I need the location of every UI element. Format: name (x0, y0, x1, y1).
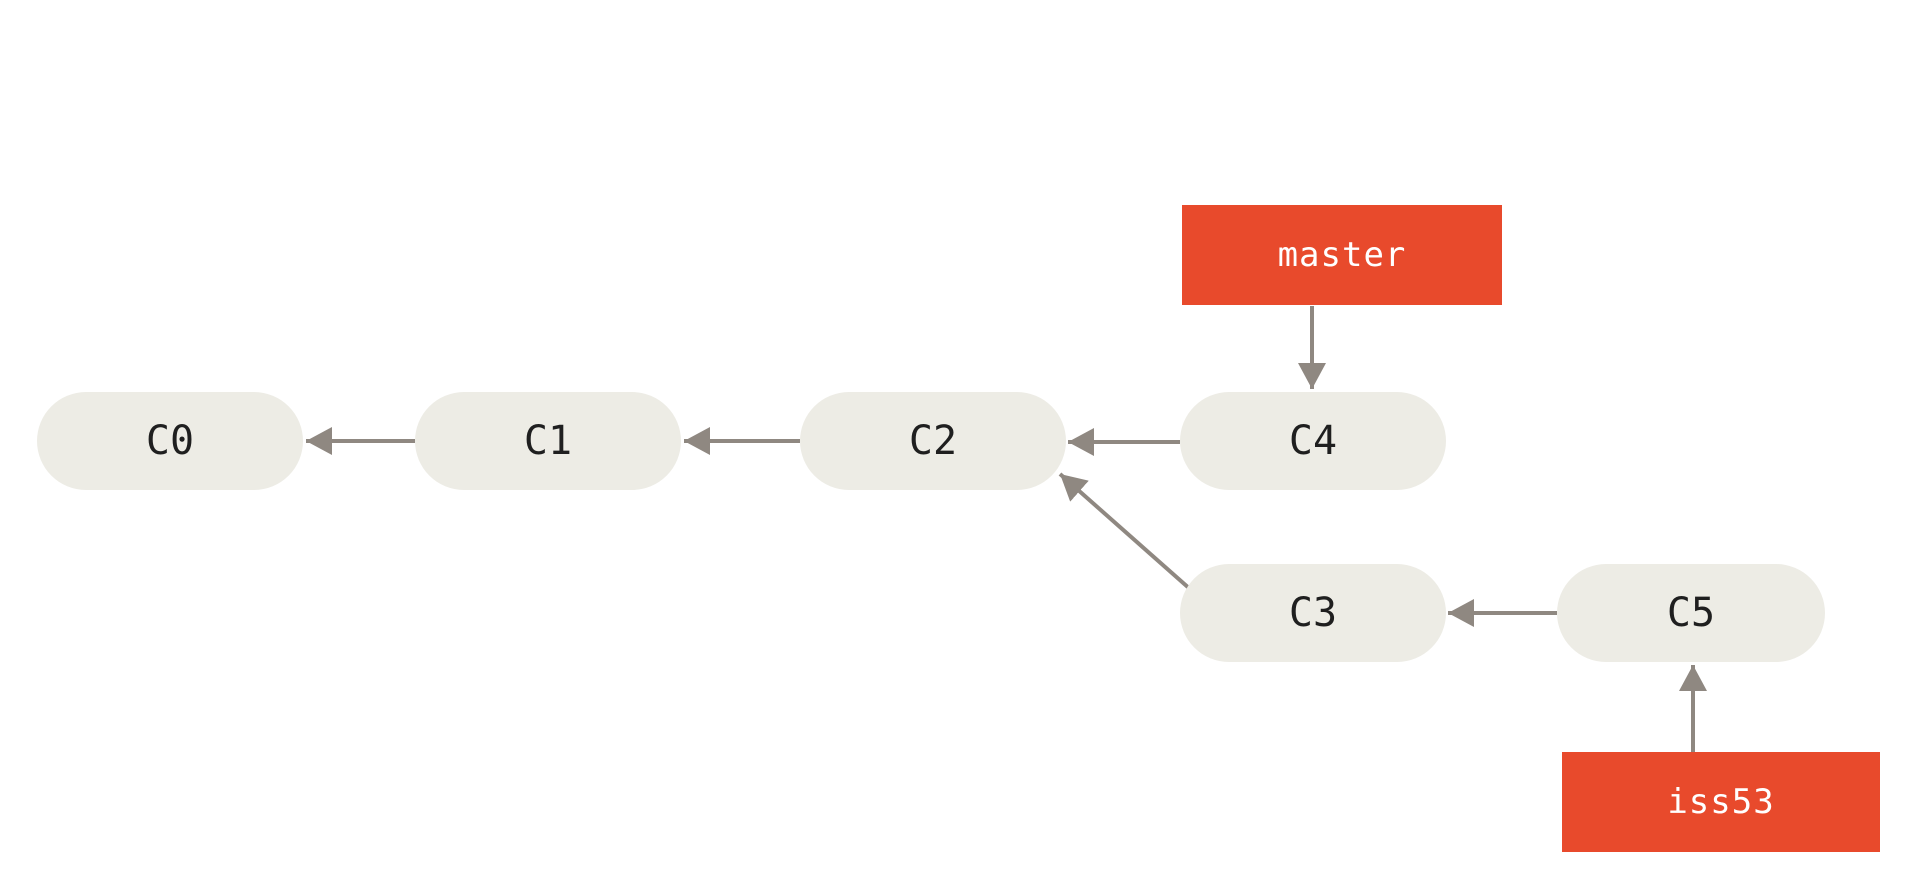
commit-node-c4 (1180, 392, 1446, 490)
branch-box-iss53 (1562, 752, 1880, 852)
branch-label-master: master (1278, 235, 1407, 275)
edge-c3-to-c2 (1058, 472, 1192, 591)
branch-box-master (1182, 205, 1502, 305)
commit-label-c1: C1 (524, 418, 572, 464)
commit-label-c4: C4 (1289, 418, 1337, 464)
commit-label-c5: C5 (1667, 590, 1715, 636)
commit-label-c0: C0 (146, 418, 194, 464)
commit-label-c3: C3 (1289, 590, 1337, 636)
commit-node-c3 (1180, 564, 1446, 662)
branch-label-iss53: iss53 (1667, 782, 1774, 822)
commit-label-c2: C2 (909, 418, 957, 464)
commit-node-c2 (800, 392, 1066, 490)
commit-node-c1 (415, 392, 681, 490)
commit-node-c0 (37, 392, 303, 490)
commit-node-c5 (1557, 564, 1825, 662)
